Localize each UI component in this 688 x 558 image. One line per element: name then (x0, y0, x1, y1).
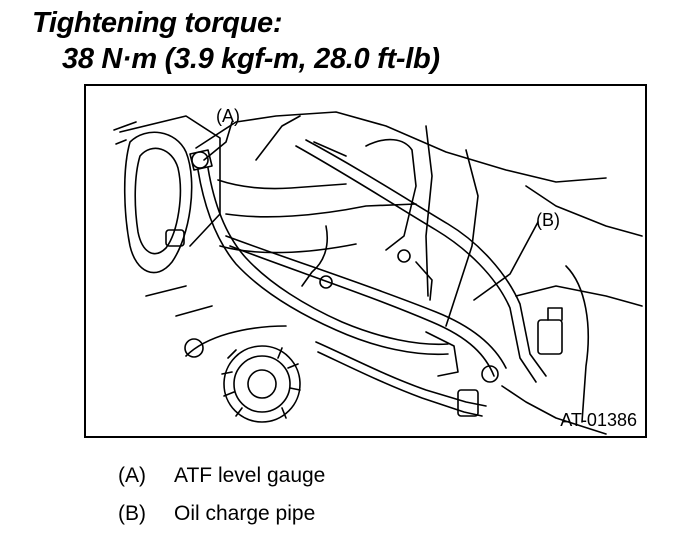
legend-key: (A) (118, 464, 146, 487)
engine-line-drawing (113, 111, 643, 435)
legend-label: ATF level gauge (174, 464, 326, 487)
engine-diagram: (A) (B) AT-01386 (84, 84, 647, 438)
torque-value: 38 N·m (3.9 kgf-m, 28.0 ft-lb) (62, 43, 440, 75)
legend: (A) ATF level gauge (B) Oil charge pipe (118, 464, 325, 540)
legend-key: (B) (118, 502, 146, 525)
legend-item: (A) ATF level gauge (118, 464, 325, 502)
callout-b-label: (B) (536, 210, 560, 230)
legend-label: Oil charge pipe (174, 502, 316, 525)
callout-a-label: (A) (216, 106, 240, 126)
torque-title: Tightening torque: (32, 7, 283, 39)
legend-item: (B) Oil charge pipe (118, 502, 325, 540)
figure-code: AT-01386 (560, 410, 637, 430)
